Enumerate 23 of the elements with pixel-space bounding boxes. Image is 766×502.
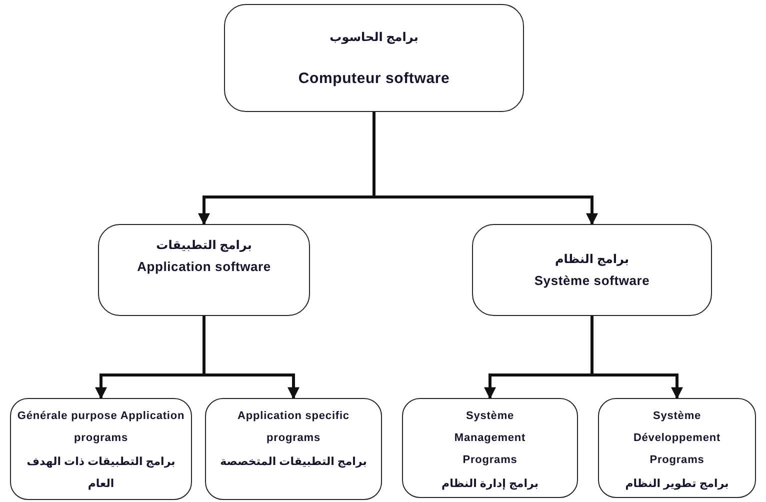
- connector-arrow: [372, 112, 598, 226]
- rounded-box: [472, 224, 712, 316]
- rounded-box: [598, 398, 756, 498]
- box-title: برامج التطبيقات: [156, 237, 252, 254]
- rounded-box: [402, 398, 578, 498]
- rounded-box: [98, 224, 310, 316]
- rounded-box: [205, 398, 382, 500]
- box-text: Application software: [137, 258, 271, 275]
- rounded-box: [10, 398, 192, 500]
- box-title: Application specific programs: [236, 409, 350, 446]
- box-text: Système software: [534, 272, 650, 289]
- box-title: برامج الحاسوب: [330, 29, 418, 46]
- box-text: برامج التطبيقات ذات الهدف العام: [26, 455, 176, 492]
- box-title: Système Management Programs: [453, 409, 527, 468]
- box-title: Système Développement Programs: [632, 409, 722, 468]
- box-text: برامج التطبيقات المتخصصة: [220, 455, 367, 470]
- box-text: برامج إدارة النظام: [442, 477, 538, 492]
- box-text: برامج تطوير النظام: [625, 477, 729, 492]
- rounded-box: [224, 4, 524, 112]
- box-title: برامج النظام: [554, 251, 629, 268]
- connector-arrow: [590, 316, 683, 400]
- box-text: Computeur software: [298, 70, 450, 88]
- box-title: Générale purpose Application programs: [17, 409, 185, 446]
